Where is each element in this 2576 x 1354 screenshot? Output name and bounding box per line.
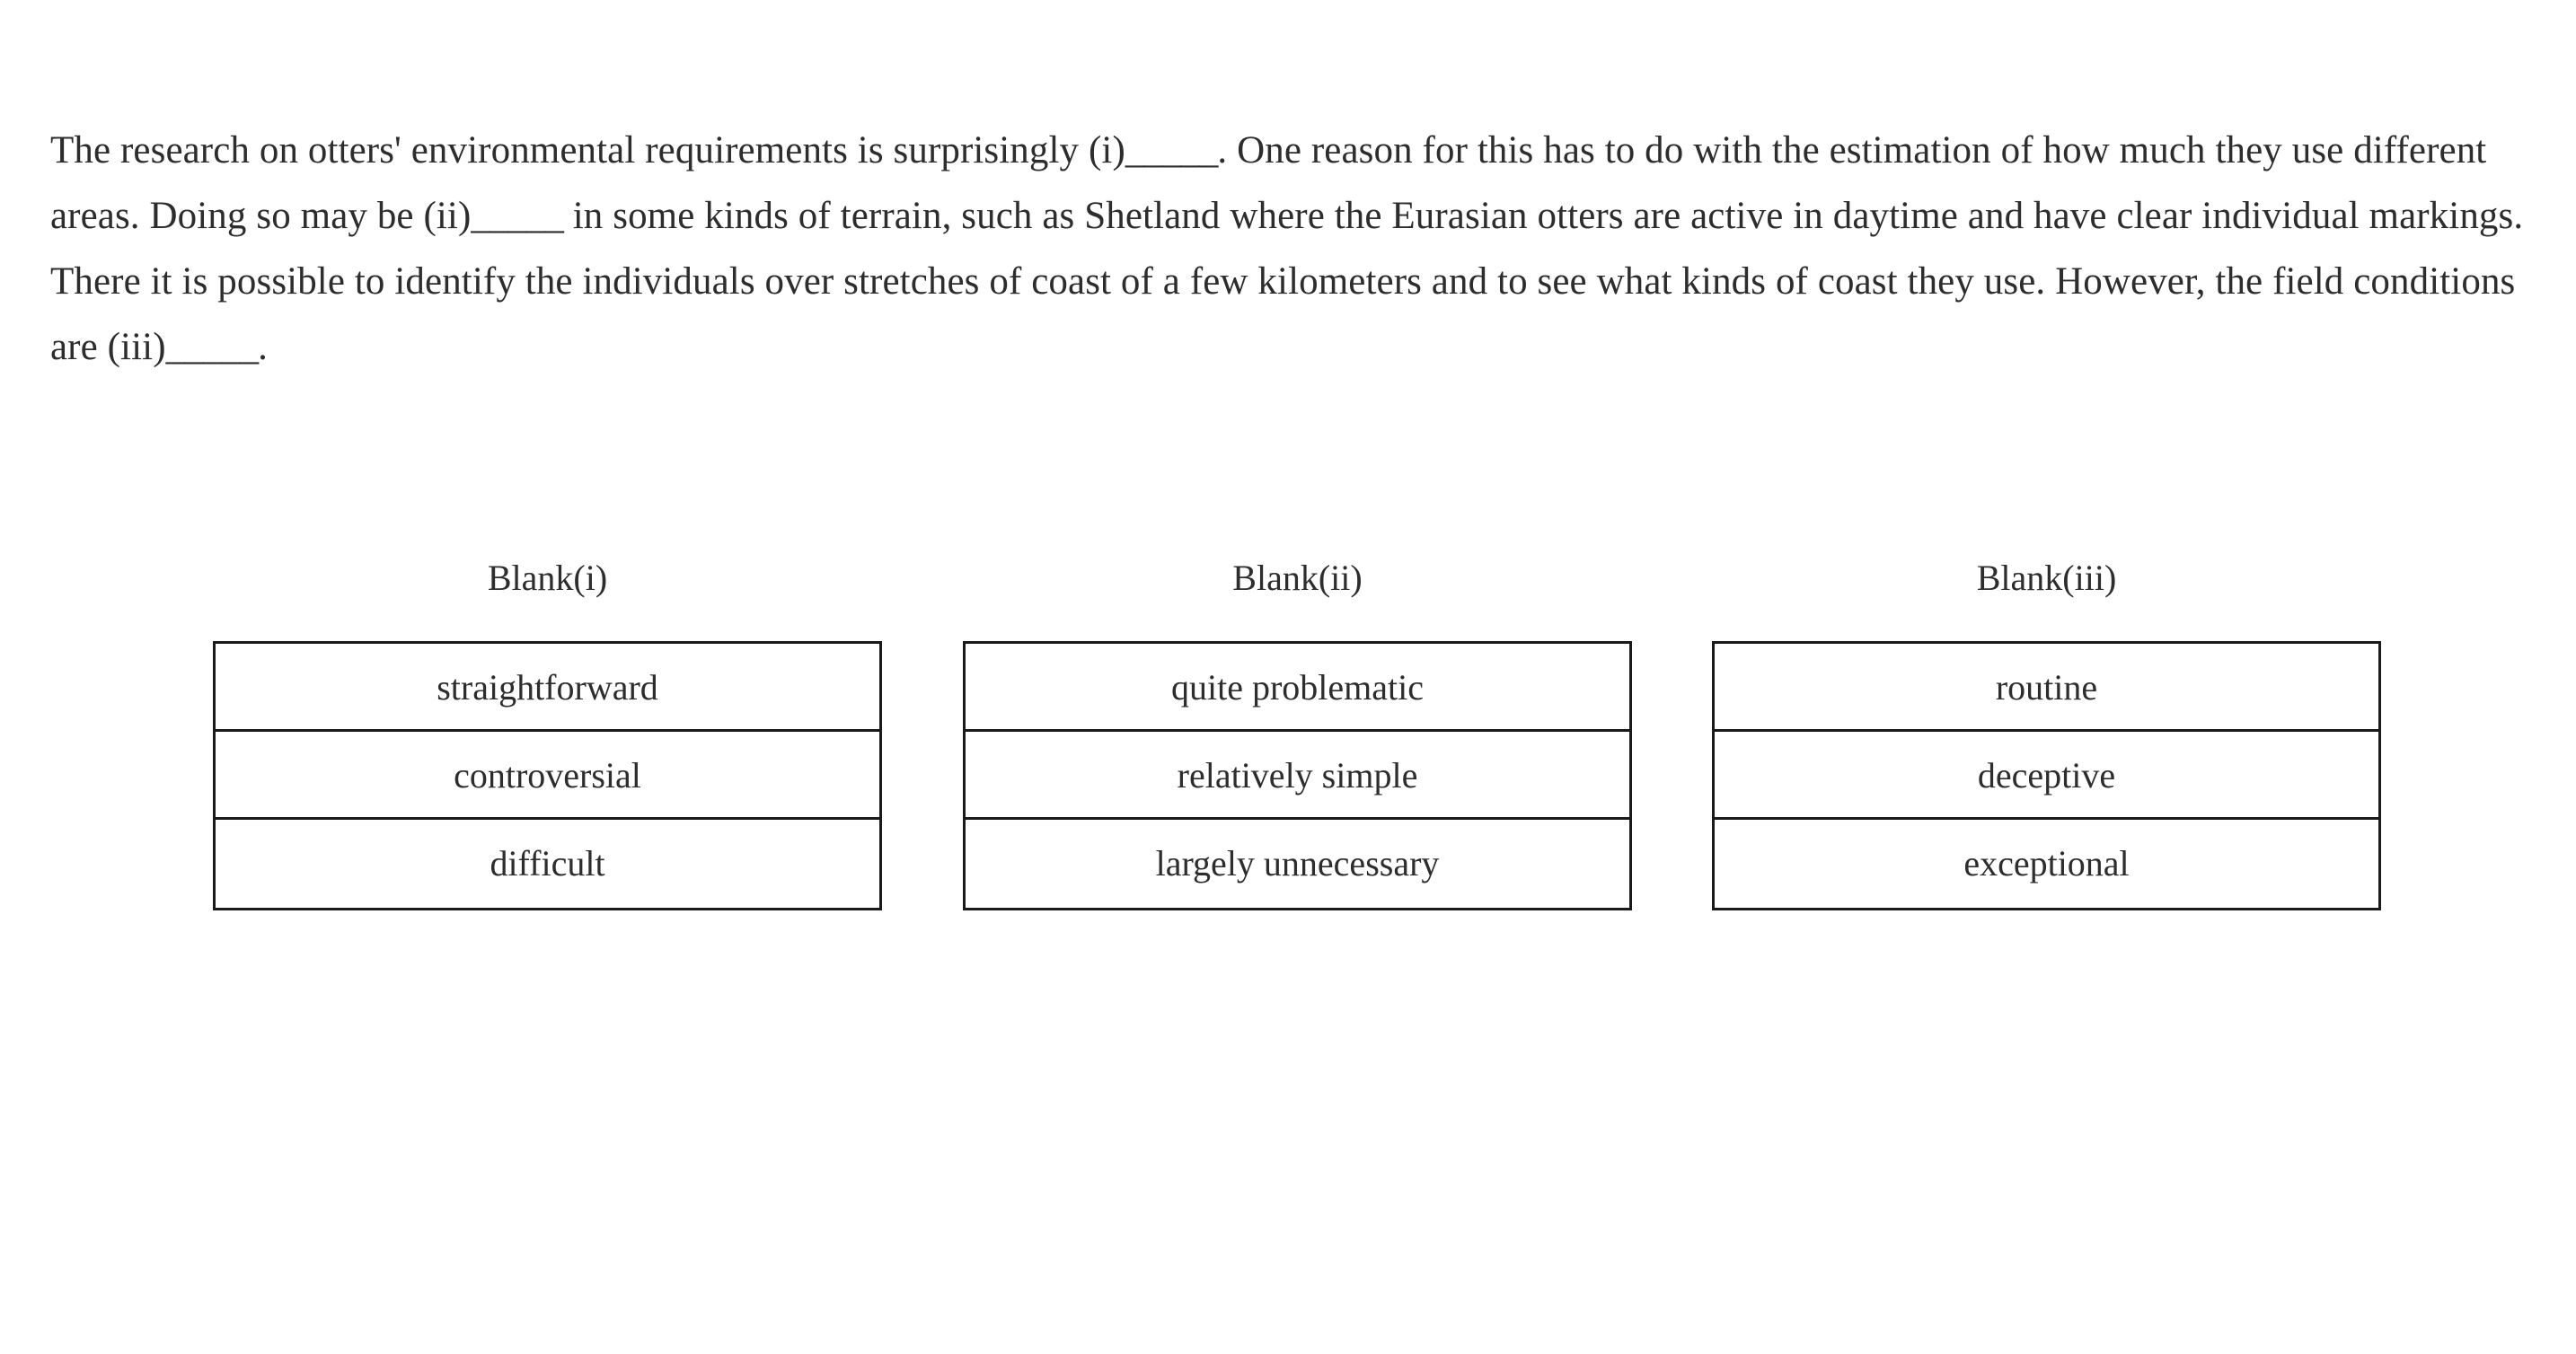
choice-option[interactable]: controversial	[216, 732, 879, 820]
choice-table-blank-ii: quite problematic relatively simple larg…	[963, 641, 1632, 910]
column-header-blank-i: Blank(i)	[487, 558, 608, 598]
answer-column-blank-i: Blank(i) straightforward controversial d…	[213, 557, 882, 910]
answer-column-blank-iii: Blank(iii) routine deceptive exceptional	[1712, 557, 2381, 910]
choice-option[interactable]: exceptional	[1963, 843, 2130, 884]
choice-option[interactable]: straightforward	[216, 644, 879, 732]
choice-option[interactable]: deceptive	[1715, 732, 2378, 820]
column-header-blank-iii: Blank(iii)	[1976, 558, 2117, 598]
column-header-blank-ii: Blank(ii)	[1232, 558, 1363, 598]
passage-blank: _____	[471, 195, 563, 237]
choice-table-blank-i: straightforward controversial difficult	[213, 641, 882, 910]
choice-option[interactable]: difficult	[490, 843, 605, 884]
choice-table-blank-iii: routine deceptive exceptional	[1712, 641, 2381, 910]
choice-option[interactable]: relatively simple	[966, 732, 1629, 820]
answer-column-blank-ii: Blank(ii) quite problematic relatively s…	[963, 557, 1632, 910]
passage-blank: _____	[165, 326, 259, 368]
passage-text: The research on otters' environmental re…	[50, 129, 2524, 368]
choice-option[interactable]: largely unnecessary	[1155, 843, 1440, 884]
passage-blank: _____	[1125, 129, 1218, 171]
choice-option[interactable]: quite problematic	[966, 644, 1629, 732]
choice-option[interactable]: routine	[1715, 644, 2378, 732]
